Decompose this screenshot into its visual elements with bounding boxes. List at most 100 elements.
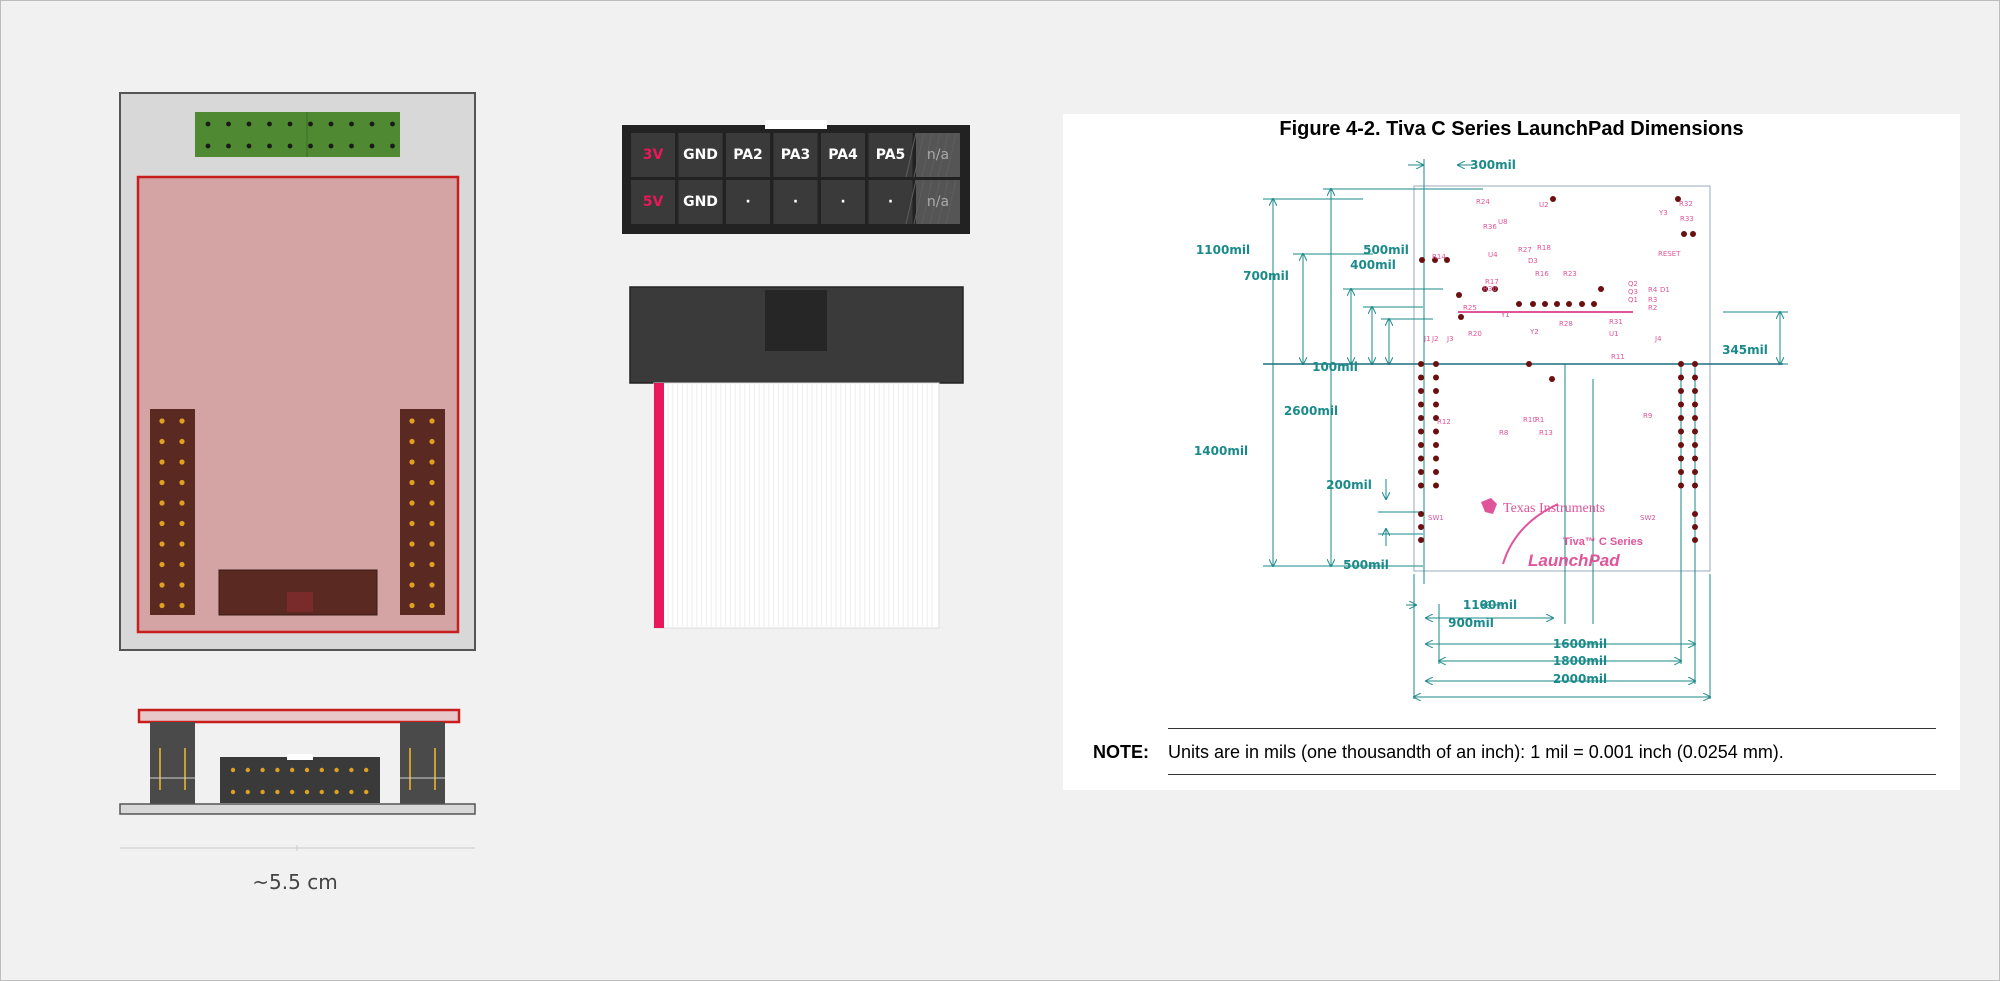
left-header [150, 409, 195, 615]
pin-cell [631, 180, 675, 224]
pin-label: PA4 [828, 147, 858, 163]
header-pin [205, 143, 211, 149]
pad [1692, 524, 1698, 530]
connector-pin [349, 789, 354, 795]
pad [1433, 482, 1439, 489]
pad [1692, 442, 1698, 448]
pad [1456, 292, 1462, 298]
silkscreen-label: R3 [1648, 296, 1657, 304]
pin-label: GND [683, 147, 718, 163]
silkscreen-label: R12 [1437, 418, 1451, 426]
pad [1692, 361, 1698, 367]
dimension-label: 900mil [1448, 616, 1494, 630]
pad [1692, 428, 1698, 435]
pin-label: PA2 [733, 147, 763, 163]
green-header [195, 112, 400, 157]
pad [1418, 455, 1424, 462]
pin-cell [868, 180, 913, 224]
pad [1550, 196, 1556, 202]
header-pin [205, 121, 211, 127]
board-illustration [119, 92, 970, 851]
header-pin [390, 121, 395, 127]
connector-pin [334, 767, 339, 773]
silkscreen-label: D3 [1528, 257, 1538, 265]
silkscreen-label: J3 [1446, 335, 1454, 343]
logo-brand: Texas Instruments [1503, 501, 1605, 516]
silkscreen-label: D1 [1660, 286, 1670, 294]
pin-cell [726, 133, 770, 177]
silkscreen-label: Q1 [1628, 296, 1638, 304]
pad [1678, 469, 1684, 475]
right-header [400, 409, 445, 615]
pad [1692, 415, 1698, 421]
pin-label: · [887, 194, 894, 210]
silkscreen-label: Y2 [1529, 328, 1539, 336]
dimension-label: 2600mil [1284, 404, 1338, 418]
pad [1418, 361, 1424, 367]
header-pin [246, 121, 252, 127]
pad [1419, 257, 1425, 263]
header-pin [429, 541, 435, 547]
pad [1692, 469, 1698, 475]
pad [1516, 301, 1522, 307]
board-outline [1413, 185, 1711, 572]
pad [1591, 301, 1597, 307]
pad [1418, 511, 1424, 517]
silkscreen-label: R17 [1485, 278, 1499, 286]
header-pin [179, 602, 185, 609]
side-left-header [150, 722, 195, 804]
pin-cell [773, 133, 818, 177]
side-connector [220, 757, 380, 803]
header-pin [409, 500, 415, 506]
silkscreen-label: R24 [1476, 198, 1490, 206]
dimension-label: 700mil [1243, 269, 1289, 283]
header-pin [159, 561, 165, 568]
dimension-label: 500mil [1343, 558, 1389, 572]
pin-label: n/a [926, 147, 950, 163]
pin-cell [868, 133, 913, 177]
pad [1678, 401, 1684, 408]
pad [1579, 301, 1585, 307]
silkscreen-label: Y3 [1658, 209, 1668, 217]
dimension-lines [1263, 159, 1788, 699]
side-pcb [137, 708, 461, 724]
header-pin [179, 438, 185, 445]
silkscreen-label: Y1 [1500, 311, 1510, 319]
pad [1678, 361, 1684, 367]
silkscreen-label: R13 [1539, 429, 1553, 437]
pad [1418, 374, 1424, 381]
pad [1433, 374, 1439, 381]
header-pin [328, 121, 334, 127]
silkscreen-label: R16 [1535, 270, 1549, 278]
pin-cell [678, 133, 723, 177]
silkscreen-label: R23 [1563, 270, 1577, 278]
pad [1444, 257, 1450, 263]
dimension-figure: Figure 4-2. Tiva C Series LaunchPad Dime… [1063, 114, 1960, 790]
header-pin [429, 582, 435, 588]
header-pin [159, 602, 165, 609]
dimension-label: 1100mil [1463, 598, 1517, 612]
connector-pin [319, 789, 324, 795]
silkscreen-label: U4 [1488, 251, 1498, 259]
header-pin [267, 121, 272, 127]
pad [1692, 511, 1698, 517]
note-label: NOTE: [1093, 742, 1149, 762]
pad [1692, 374, 1698, 381]
silkscreen-label: R27 [1518, 246, 1532, 254]
side-connector-pins [230, 767, 369, 795]
silkscreen-label: RESET [1658, 250, 1681, 258]
pad [1433, 401, 1439, 408]
header-pin [409, 459, 415, 465]
silkscreen-label: Q3 [1628, 288, 1638, 296]
connector-pin [245, 767, 250, 773]
connector-pin [260, 767, 265, 773]
note-rule-bottom [1168, 774, 1936, 775]
pad [1418, 524, 1424, 530]
pad [1433, 415, 1439, 421]
pad [1458, 314, 1464, 320]
silkscreen-label: Q2 [1628, 280, 1638, 288]
pad [1542, 301, 1548, 307]
header-pin [429, 459, 435, 465]
